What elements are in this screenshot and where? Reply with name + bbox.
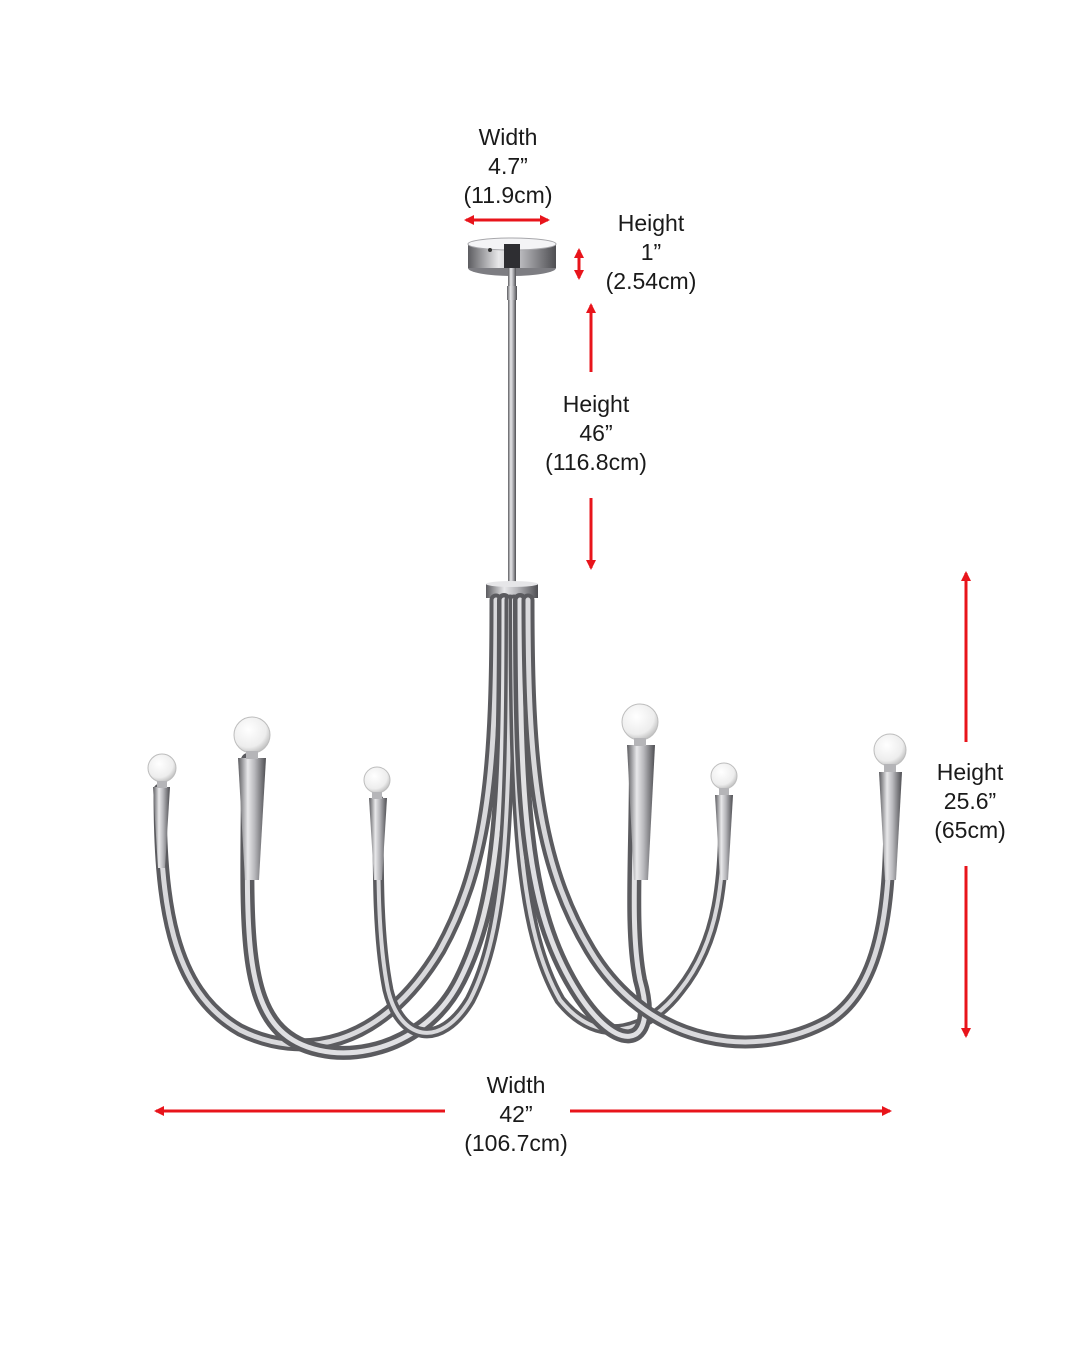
light-bulbs [147, 703, 907, 880]
total-width-label: Width 42” (106.7cm) [416, 1071, 616, 1158]
canopy-width-metric: (11.9cm) [463, 182, 553, 208]
hanging-rod [508, 268, 516, 584]
total-width-imperial: 42” [499, 1101, 533, 1127]
rod-height-title: Height [562, 391, 630, 417]
canopy-height-metric: (2.54cm) [605, 268, 697, 294]
bulb-icon [233, 716, 271, 754]
rod-height-label: Height 46” (116.8cm) [496, 390, 696, 477]
body-height-label: Height 25.6” (65cm) [870, 758, 1070, 845]
canopy-height-imperial: 1” [640, 239, 662, 265]
body-height-metric: (65cm) [934, 817, 1006, 843]
canopy-width-imperial: 4.7” [488, 153, 528, 179]
bulb-icon [363, 766, 391, 794]
chandelier-arms [153, 593, 897, 1060]
dimension-arrows [154, 215, 971, 1116]
chandelier-image [147, 237, 907, 1060]
canopy-height-label: Height 1” (2.54cm) [551, 209, 751, 296]
bulb-icon [147, 753, 177, 783]
canopy-width-label: Width 4.7” (11.9cm) [408, 123, 608, 210]
canopy-width-title: Width [478, 124, 538, 150]
total-width-title: Width [486, 1072, 546, 1098]
rod-height-metric: (116.8cm) [545, 449, 647, 475]
bulb-icon [710, 762, 738, 790]
rod-height-imperial: 46” [579, 420, 613, 446]
ceiling-canopy [467, 237, 557, 276]
total-width-metric: (106.7cm) [464, 1130, 568, 1156]
canopy-height-title: Height [617, 210, 685, 236]
bulb-icon [621, 703, 659, 741]
body-height-title: Height [936, 759, 1004, 785]
body-height-imperial: 25.6” [943, 788, 997, 814]
